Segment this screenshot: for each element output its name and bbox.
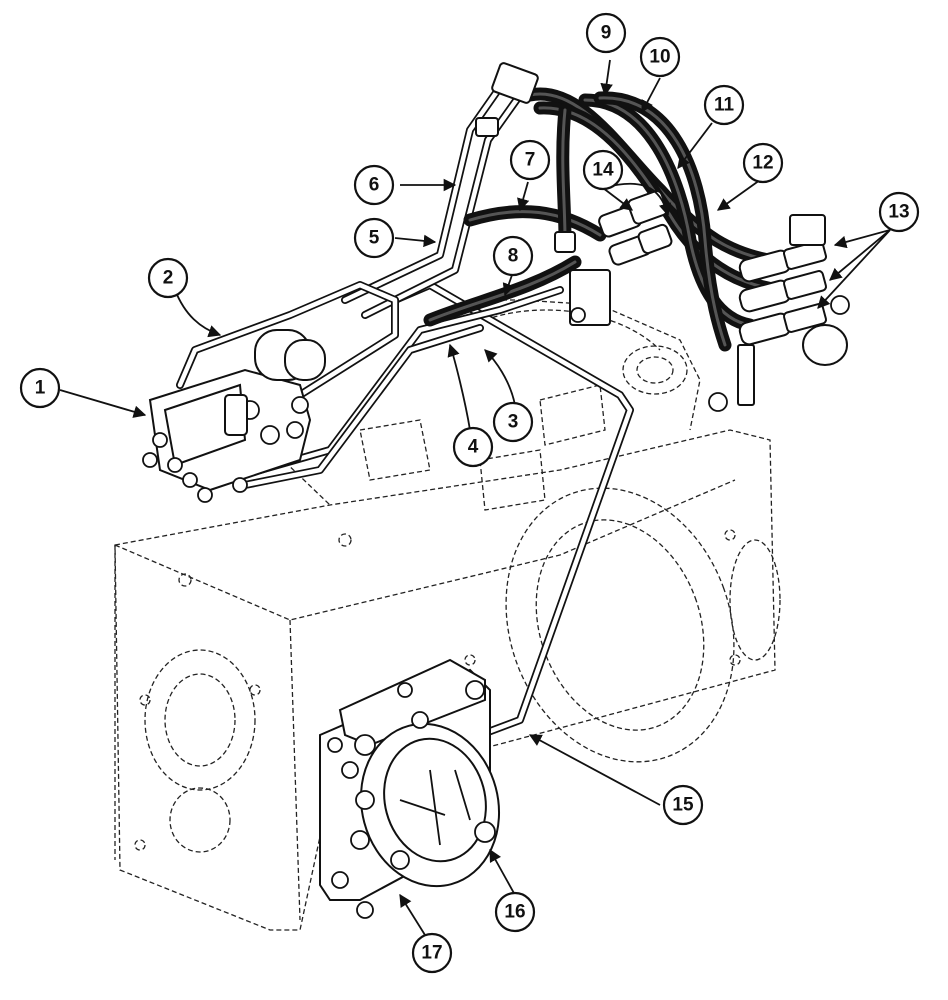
callout-10: 10: [639, 36, 681, 78]
callout-label: 3: [508, 412, 519, 433]
adapter-fittings: [554, 189, 673, 326]
callout-16: 16: [494, 891, 536, 933]
callout-17: 17: [411, 932, 453, 974]
callout-label: 9: [601, 23, 612, 44]
callout-label: 6: [369, 175, 380, 196]
callout-6: 6: [353, 164, 395, 206]
callout-9: 9: [585, 12, 627, 54]
callout-14: 14: [582, 149, 624, 191]
rigid-pipes: [176, 76, 634, 739]
callout-15: 15: [662, 784, 704, 826]
callout-label: 2: [163, 268, 174, 289]
callout-7: 7: [509, 139, 551, 181]
callout-5: 5: [353, 217, 395, 259]
callout-8: 8: [492, 235, 534, 277]
callout-label: 4: [468, 437, 479, 458]
top-fitting: [475, 62, 539, 137]
callout-label: 5: [369, 228, 380, 249]
callout-label: 1: [35, 378, 46, 399]
callout-2: 2: [147, 257, 189, 299]
callout-4: 4: [452, 426, 494, 468]
callout-3: 3: [492, 401, 534, 443]
callout-label: 16: [504, 902, 525, 923]
callout-label: 14: [592, 160, 614, 181]
pump-assembly: [319, 658, 501, 919]
callout-label: 12: [752, 153, 773, 174]
callout-13: 13: [878, 191, 920, 233]
callout-1: 1: [19, 367, 61, 409]
control-valve: [142, 329, 326, 503]
callout-label: 11: [714, 95, 735, 116]
callout-label: 8: [508, 246, 519, 267]
callout-label: 17: [421, 943, 442, 964]
callout-label: 13: [888, 202, 909, 223]
quick-couplers: [708, 214, 850, 412]
transmission-housing: [114, 299, 781, 931]
callout-label: 10: [649, 47, 670, 68]
callout-12: 12: [742, 142, 784, 184]
callout-label: 15: [672, 795, 694, 816]
callout-11: 11: [703, 84, 745, 126]
callout-label: 7: [525, 150, 536, 171]
